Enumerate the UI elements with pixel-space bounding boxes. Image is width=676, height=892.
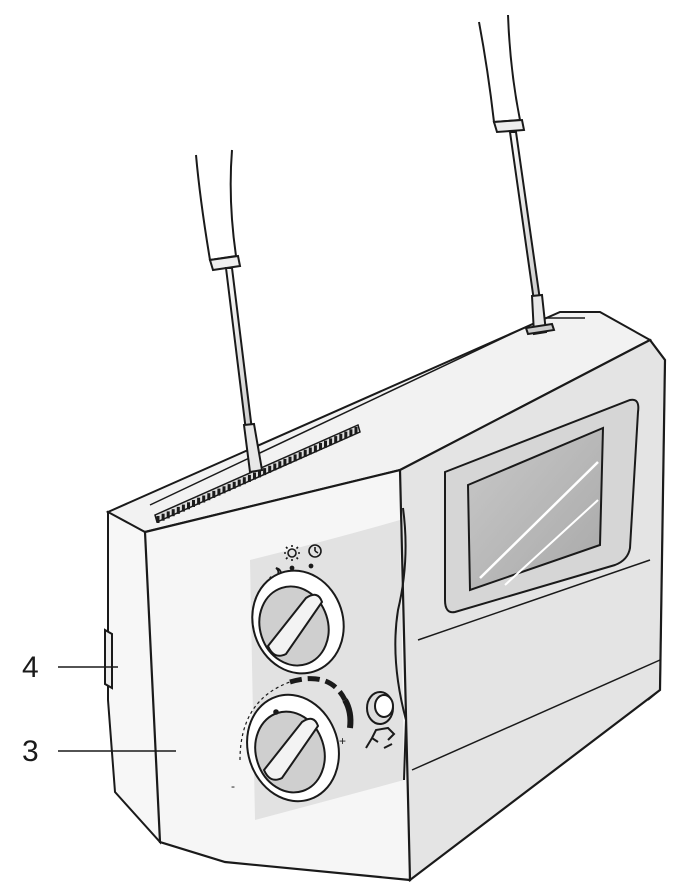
vent-slot — [329, 438, 333, 446]
mode-selector-knob[interactable] — [239, 559, 357, 686]
vent-slot — [344, 431, 348, 439]
vent-slot — [273, 463, 277, 471]
vent-slot — [313, 445, 317, 453]
hot-water-knob[interactable] — [366, 691, 394, 725]
screwdriver-right — [478, 14, 556, 336]
vent-slot — [222, 486, 226, 494]
vent-slot — [227, 484, 231, 492]
vent-slot — [242, 477, 246, 485]
lower-right-panel — [411, 559, 661, 771]
vent-slot — [288, 456, 292, 464]
vent-slot — [253, 472, 256, 480]
vent-slot — [308, 447, 312, 455]
vent-slot — [258, 470, 261, 478]
vent-slot — [324, 440, 327, 448]
tap-icon — [365, 726, 396, 749]
callout-label-3: 3 — [22, 735, 39, 768]
vent-slot — [283, 458, 287, 466]
vent-slot — [237, 479, 241, 487]
vent-slot — [202, 495, 206, 503]
vent-slot-ticks — [156, 427, 358, 523]
vent-slot — [197, 497, 201, 505]
vent-slots — [154, 423, 361, 524]
vent-slot — [156, 516, 160, 523]
clock-icon — [308, 544, 322, 569]
sun-icon — [284, 545, 300, 571]
callout-label-4: 4 — [22, 651, 39, 684]
vent-slot — [161, 513, 165, 521]
vent-slot — [263, 468, 267, 476]
vent-slot — [232, 481, 236, 489]
screwdriver-left — [195, 149, 264, 474]
vent-slot — [247, 474, 251, 482]
vent-slot — [334, 436, 338, 444]
vent-slot — [187, 502, 190, 510]
vent-slot — [166, 511, 170, 519]
vent-slot — [217, 488, 221, 496]
vent-slot — [319, 443, 322, 450]
scale-plus-mark: + — [339, 734, 346, 748]
vent-slot — [278, 461, 282, 469]
vent-slot — [207, 493, 211, 501]
vent-slot — [181, 504, 185, 512]
vent-slot — [303, 449, 307, 457]
vent-slot — [293, 454, 297, 462]
vent-slot — [298, 452, 302, 460]
display-window — [444, 398, 640, 614]
vent-slot — [349, 429, 353, 437]
vent-slot — [192, 500, 195, 507]
scale-minus-mark: - — [231, 779, 235, 793]
temperature-knob[interactable] — [234, 683, 353, 814]
vent-slot — [176, 506, 180, 514]
temperature-scale-arc — [239, 676, 354, 761]
vent-slot — [354, 427, 358, 434]
vent-slot — [212, 490, 216, 498]
vent-slot — [268, 465, 272, 473]
vent-slot — [171, 509, 175, 517]
vent-slot — [339, 433, 343, 441]
